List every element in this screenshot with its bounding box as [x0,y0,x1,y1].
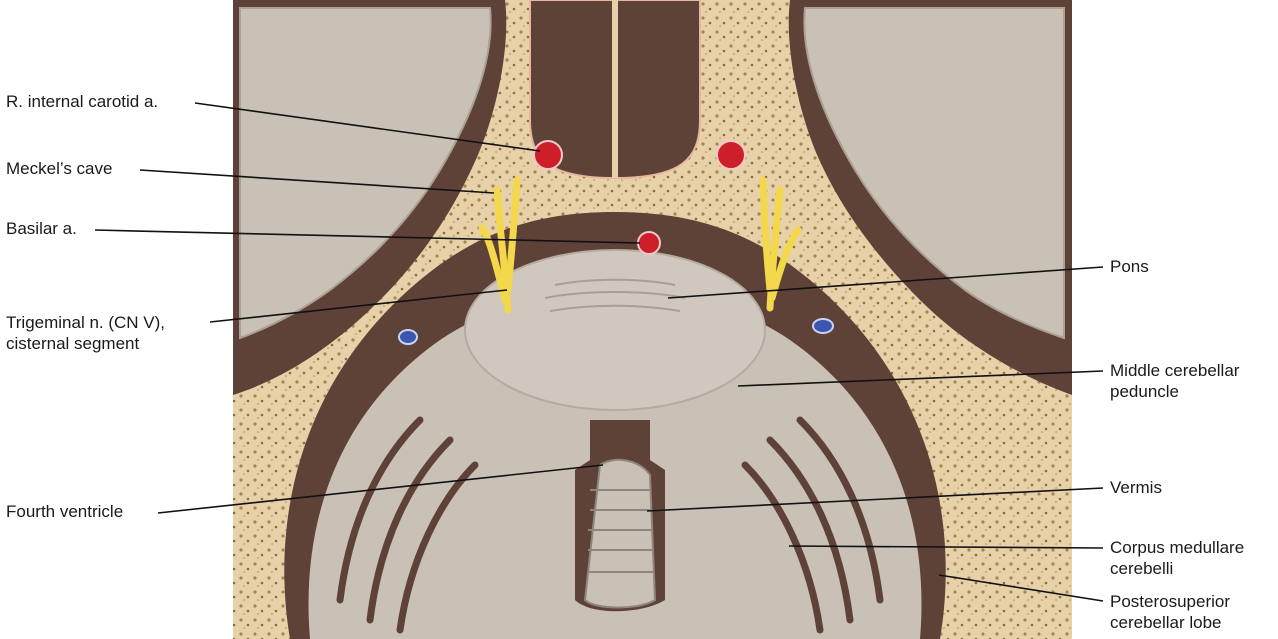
label-posterosuperior-line2: cerebellar lobe [1110,612,1230,633]
label-r-internal-carotid-text: R. internal carotid a. [6,92,158,111]
label-trigeminal: Trigeminal n. (CN V), cisternal segment [6,312,165,354]
label-middle-cerebellar-line1: Middle cerebellar [1110,360,1239,381]
label-trigeminal-line2: cisternal segment [6,333,165,354]
label-posterosuperior: Posterosuperior cerebellar lobe [1110,591,1230,633]
label-fourth-ventricle: Fourth ventricle [6,501,123,522]
label-meckels-cave: Meckel’s cave [6,158,112,179]
right-internal-carotid-artery [534,141,562,169]
label-meckels-cave-text: Meckel’s cave [6,159,112,178]
label-fourth-ventricle-text: Fourth ventricle [6,502,123,521]
label-vermis-text: Vermis [1110,478,1162,497]
label-corpus-medullare: Corpus medullare cerebelli [1110,537,1244,579]
label-pons-text: Pons [1110,257,1149,276]
label-trigeminal-line1: Trigeminal n. (CN V), [6,312,165,333]
label-r-internal-carotid: R. internal carotid a. [6,91,158,112]
label-pons: Pons [1110,256,1149,277]
left-vein [399,330,417,344]
label-corpus-line2: cerebelli [1110,558,1244,579]
label-basilar: Basilar a. [6,218,77,239]
label-middle-cerebellar: Middle cerebellar peduncle [1110,360,1239,402]
basilar-artery [638,232,660,254]
label-middle-cerebellar-line2: peduncle [1110,381,1239,402]
label-corpus-line1: Corpus medullare [1110,537,1244,558]
label-basilar-text: Basilar a. [6,219,77,238]
label-posterosuperior-line1: Posterosuperior [1110,591,1230,612]
left-internal-carotid-artery [717,141,745,169]
right-vein [813,319,833,333]
label-vermis: Vermis [1110,477,1162,498]
